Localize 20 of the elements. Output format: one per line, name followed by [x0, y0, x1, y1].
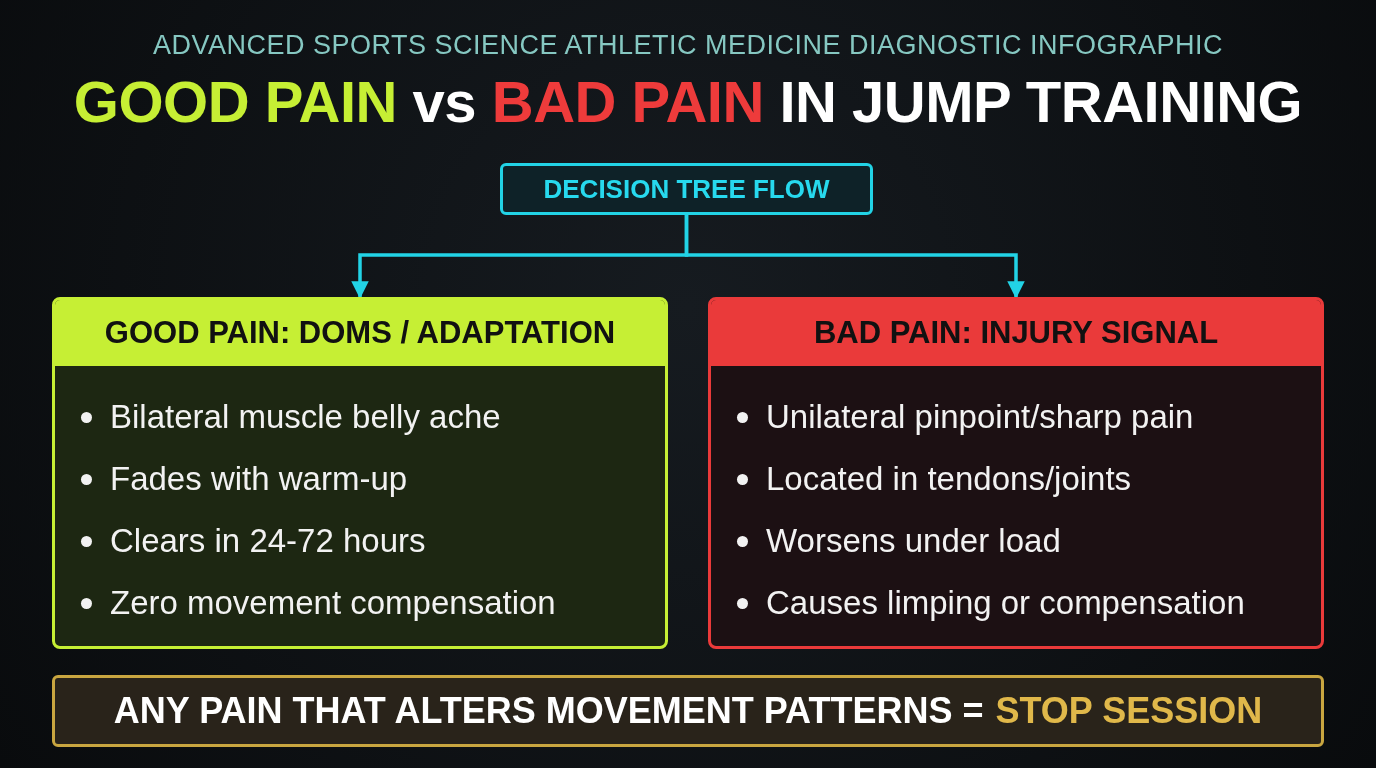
decision-box — [500, 163, 873, 215]
list-item-text: Zero movement compensation — [110, 584, 556, 622]
banner-text: STOP SESSION — [995, 690, 1263, 732]
list-item-text: Causes limping or compensation — [766, 584, 1245, 622]
list-item-text: Bilateral muscle belly ache — [110, 398, 501, 436]
list-item-text: Clears in 24-72 hours — [110, 522, 426, 560]
arrow — [684, 215, 1025, 299]
panel-title: BAD PAIN: INJURY SIGNAL — [813, 315, 1219, 351]
main-title: GOOD PAIN vs BAD PAIN IN JUMP TRAINING — [72, 68, 1304, 135]
list-item-text: Fades with warm-up — [110, 460, 408, 498]
category-panel — [52, 297, 668, 649]
category-panel — [708, 297, 1324, 649]
box-title: DECISION TREE FLOW — [543, 173, 830, 205]
subtitle: ADVANCED SPORTS SCIENCE ATHLETIC MEDICINE DIAGNOSTIC INFOGRAPHIC — [151, 30, 1225, 61]
list-item-text: Worsens under load — [766, 522, 1061, 560]
warning-banner — [52, 675, 1324, 747]
list-item-text: Located in tendons/joints — [766, 460, 1132, 498]
banner-text: ANY PAIN THAT ALTERS MOVEMENT PATTERNS = — [113, 690, 984, 732]
list-item-text: Unilateral pinpoint/sharp pain — [766, 398, 1194, 436]
panel-title: GOOD PAIN: DOMS / ADAPTATION — [104, 315, 616, 351]
